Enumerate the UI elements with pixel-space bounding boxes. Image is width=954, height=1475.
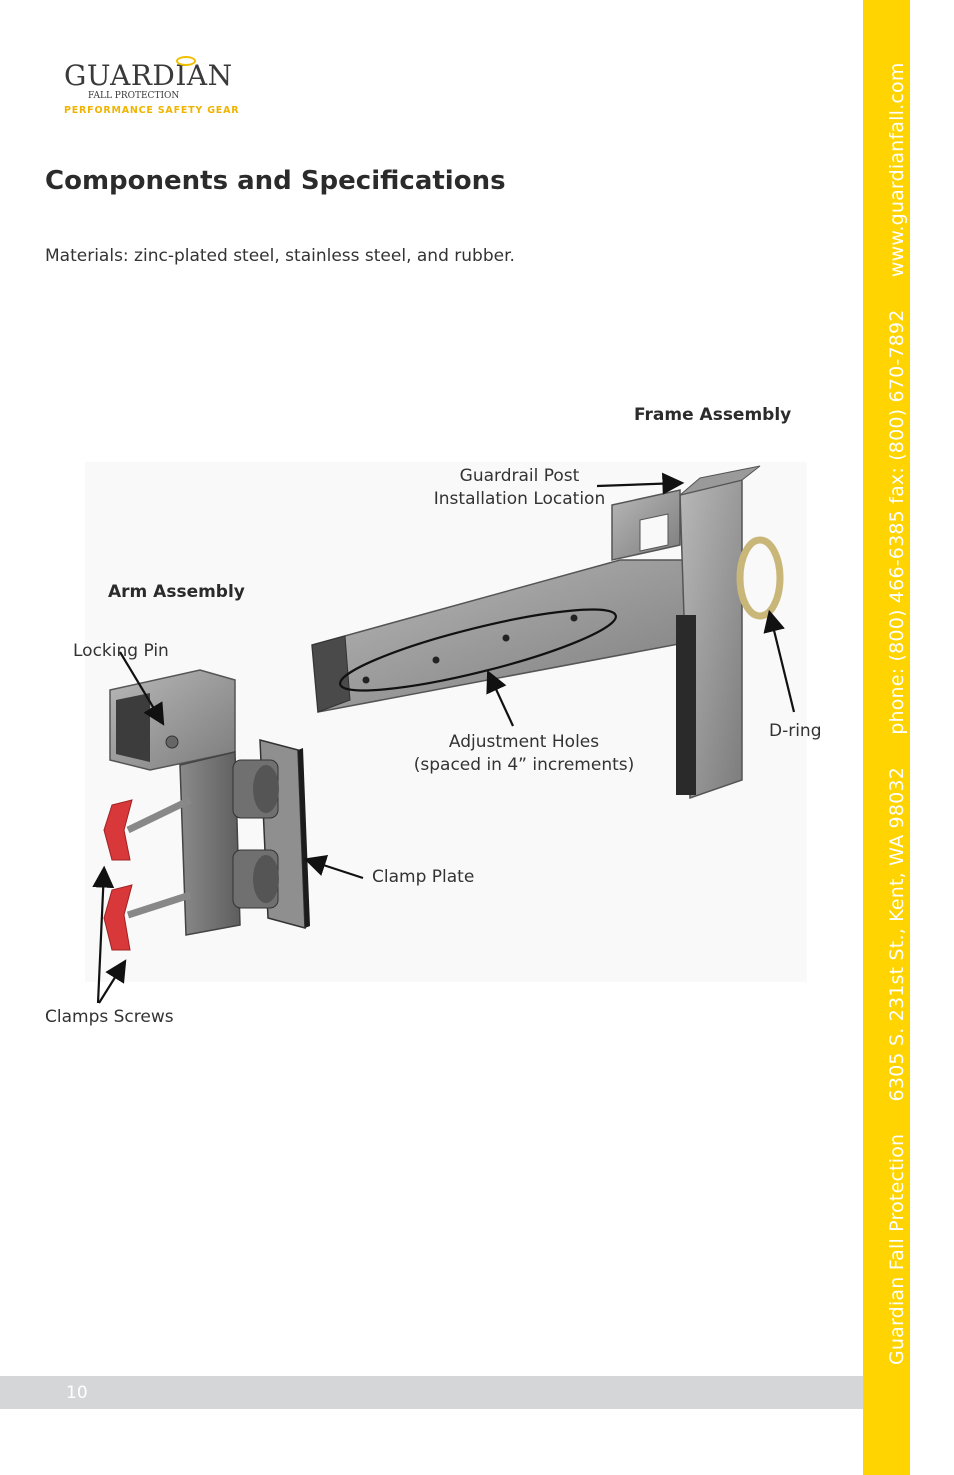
adjustment-holes-label-line2: (spaced in 4” increments) <box>413 755 635 775</box>
halo-icon <box>176 56 196 66</box>
adjustment-holes-label: Adjustment Holes (spaced in 4” increment… <box>410 731 638 777</box>
sidebar-phone-fax: phone: (800) 466-6385 fax: (800) 670-789… <box>886 309 908 735</box>
frame-assembly-label: Frame Assembly <box>634 405 792 425</box>
guardian-logo: GUARDIAN FALL PROTECTION PERFORMANCE SAF… <box>64 56 239 116</box>
locking-pin-arrow <box>119 651 165 726</box>
frame-assembly-graphic <box>311 465 784 800</box>
d-ring-arrow <box>763 609 796 713</box>
footer-bar <box>0 1376 863 1409</box>
arm-assembly-graphic <box>103 669 310 951</box>
clamp-plate-arrow <box>303 855 364 880</box>
adjustment-hole <box>432 656 440 664</box>
sidebar-company: Guardian Fall Protection <box>886 1133 908 1365</box>
logo-wordmark: GUARDIAN <box>64 59 233 92</box>
sidebar-address: 6305 S. 231st St., Kent, WA 98032 <box>886 767 908 1102</box>
adjustment-hole <box>362 676 370 684</box>
d-ring-label: D-ring <box>769 721 822 741</box>
clamp-screw-arrow-upper <box>92 865 115 1004</box>
guardrail-post-arrow <box>596 472 685 495</box>
adjustment-holes-arrow <box>486 670 514 727</box>
arm-assembly-label: Arm Assembly <box>108 582 245 602</box>
sidebar-band <box>863 0 910 1475</box>
adjustment-hole <box>502 634 510 642</box>
adjustment-holes-label-line1: Adjustment Holes <box>448 732 600 752</box>
clamp-plate-label: Clamp Plate <box>372 867 475 887</box>
logo-subline: FALL PROTECTION <box>88 91 180 101</box>
materials-text: Materials: zinc-plated steel, stainless … <box>45 246 515 266</box>
locking-pin-label: Locking Pin <box>73 641 169 661</box>
adjustment-hole <box>570 614 578 622</box>
logo-tagline: PERFORMANCE SAFETY GEAR <box>64 105 240 116</box>
clamp-screw-arrow-lower <box>98 959 127 1004</box>
guardrail-post-label-line1: Guardrail Post <box>459 466 580 486</box>
page-title: Components and Specifications <box>45 166 506 196</box>
guardrail-post-label: Guardrail Post Installation Location <box>432 465 607 511</box>
page-number: 10 <box>66 1383 88 1403</box>
sidebar-contact: Guardian Fall Protection 6305 S. 231st S… <box>886 36 908 1365</box>
guardrail-post-label-line2: Installation Location <box>433 489 606 509</box>
sidebar-website[interactable]: www.guardianfall.com <box>886 62 908 278</box>
clamps-screws-label: Clamps Screws <box>45 1007 174 1027</box>
product-illustration <box>92 465 796 1004</box>
